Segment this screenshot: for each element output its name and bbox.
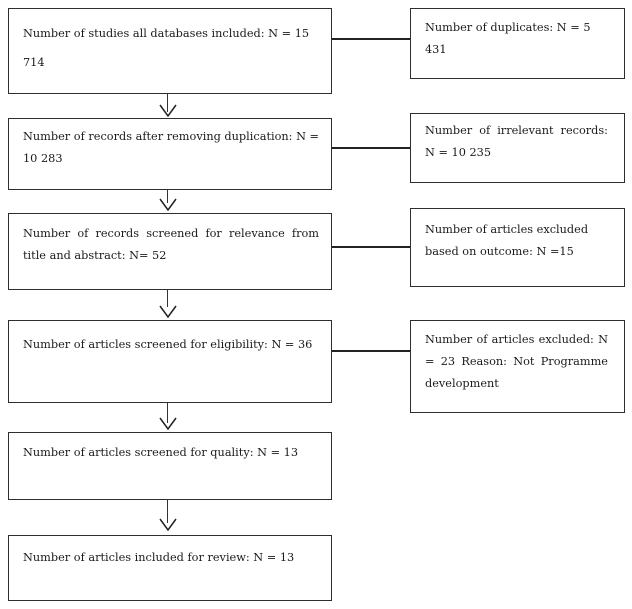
flow-box-screened-relevance: Number of records screened for relevance… [8, 213, 332, 290]
flow-box-screened-eligibility-text: Number of articles screened for eligibil… [23, 338, 313, 351]
connector-identification-to-duplicates [332, 38, 410, 40]
exclusion-box-excluded-outcome-text: Number of articles excluded based on out… [425, 223, 589, 259]
exclusion-box-excluded-outcome: Number of articles excluded based on out… [410, 208, 625, 287]
exclusion-box-excluded-reason: Number of articles excluded: N = 23 Reas… [410, 320, 625, 413]
flow-box-identification-text: Number of studies all databases included… [23, 27, 310, 69]
arrow-stem-4 [167, 403, 169, 423]
exclusion-box-excluded-reason-text: Number of articles excluded: N = 23 Reas… [425, 333, 608, 391]
flow-box-screened-quality: Number of articles screened for quality:… [8, 432, 332, 500]
flow-box-after-duplication: Number of records after removing duplica… [8, 118, 332, 190]
flow-box-identification: Number of studies all databases included… [8, 8, 332, 94]
flow-box-after-duplication-text: Number of records after removing duplica… [23, 130, 320, 166]
exclusion-box-duplicates: Number of duplicates: N = 5 431 [410, 8, 625, 79]
connector-after-duplication-to-irrelevant [332, 147, 410, 149]
connector-relevance-to-outcome [332, 246, 410, 248]
flow-box-included-review: Number of articles included for review: … [8, 535, 332, 601]
exclusion-box-irrelevant-records-text: Number of irrelevant records: N = 10 235 [425, 124, 608, 160]
arrow-stem-2 [167, 190, 169, 203]
arrow-stem-3 [167, 290, 169, 307]
connector-eligibility-to-excluded-reason [332, 350, 410, 352]
exclusion-box-irrelevant-records: Number of irrelevant records: N = 10 235 [410, 113, 625, 183]
flow-box-screened-eligibility: Number of articles screened for eligibil… [8, 320, 332, 403]
arrow-stem-5 [167, 500, 169, 523]
flow-box-screened-relevance-text: Number of records screened for relevance… [23, 227, 319, 263]
arrow-stem-1 [167, 94, 169, 112]
exclusion-box-duplicates-text: Number of duplicates: N = 5 431 [425, 21, 591, 57]
flow-box-screened-quality-text: Number of articles screened for quality:… [23, 446, 299, 459]
flow-box-included-review-text: Number of articles included for review: … [23, 551, 295, 564]
